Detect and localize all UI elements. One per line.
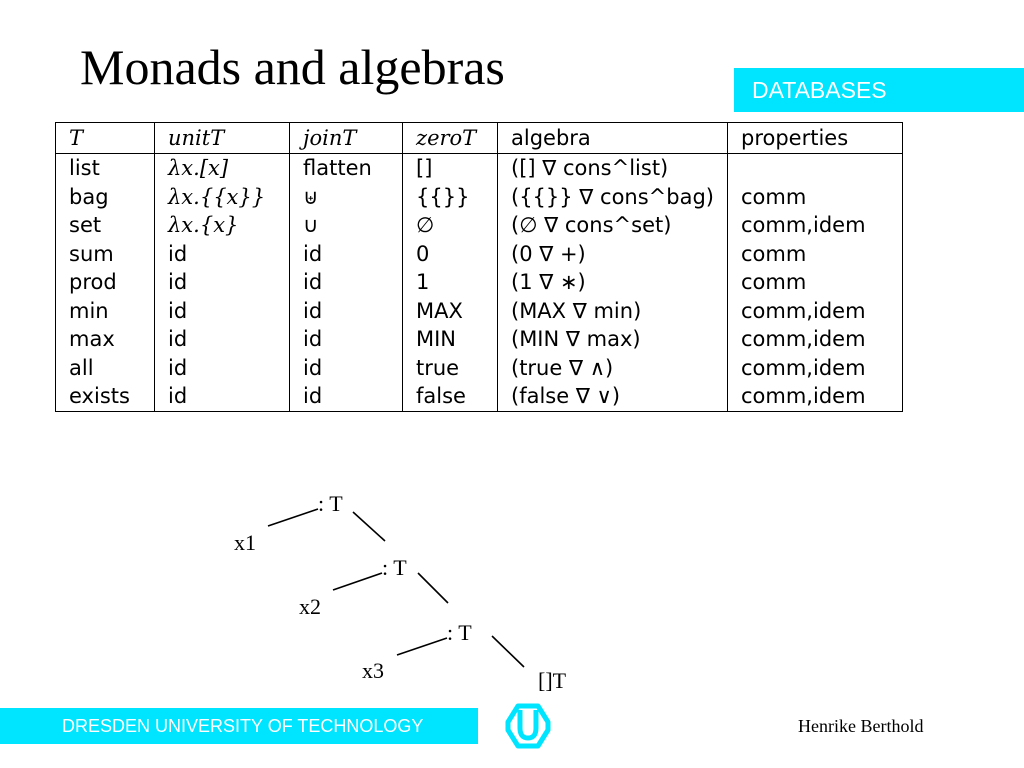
- cell-join: ⊎: [289, 182, 403, 211]
- tree-edge: [352, 511, 386, 542]
- cell-type: set: [55, 211, 155, 240]
- cell-join: ∪: [289, 211, 403, 240]
- cell-properties: comm,idem: [727, 325, 903, 354]
- slide-title: Monads and algebras: [80, 39, 505, 95]
- tree-edge: [396, 637, 448, 656]
- cell-unit: id: [154, 268, 290, 297]
- tree-leaf: x3: [362, 658, 384, 683]
- cell-type: min: [55, 296, 155, 325]
- banner-label: DATABASES: [752, 77, 887, 103]
- cell-unit: id: [154, 325, 290, 354]
- databases-banner: DATABASES: [734, 68, 1024, 112]
- cell-zero: {{}}: [402, 182, 498, 211]
- cell-unit: λx.{x}: [154, 211, 290, 240]
- cell-algebra: (0 ∇ +): [497, 239, 728, 268]
- cell-algebra: (1 ∇ ∗): [497, 268, 728, 297]
- cell-zero: 1: [402, 268, 498, 297]
- header-properties: properties: [727, 122, 903, 154]
- cell-join: flatten: [289, 153, 403, 183]
- header-join: joinT: [289, 122, 403, 154]
- tree-node-empty: []T: [538, 668, 567, 693]
- header-unit: unitT: [154, 122, 290, 154]
- tree-edge: [491, 635, 525, 668]
- cell-join: id: [289, 239, 403, 268]
- cell-type: list: [55, 153, 155, 183]
- cell-properties: comm,idem: [727, 296, 903, 325]
- cell-properties: comm,idem: [727, 353, 903, 382]
- cell-zero: 0: [402, 239, 498, 268]
- cell-zero: []: [402, 153, 498, 183]
- cell-unit: λx.{{x}}: [154, 182, 290, 211]
- cell-algebra: (∅ ∇ cons^set): [497, 211, 728, 240]
- cell-unit: λx.[x]: [154, 153, 290, 183]
- university-name: DRESDEN UNIVERSITY OF TECHNOLOGY: [62, 716, 424, 736]
- cell-properties: comm: [727, 239, 903, 268]
- cell-properties: comm,idem: [727, 211, 903, 240]
- tree-node: : T: [382, 555, 407, 580]
- tree-leaf: x2: [299, 594, 321, 619]
- tree-node: : T: [318, 491, 343, 516]
- tree-leaf: x1: [234, 530, 256, 555]
- cell-join: id: [289, 353, 403, 382]
- cell-algebra: (MAX ∇ min): [497, 296, 728, 325]
- cell-type: bag: [55, 182, 155, 211]
- cell-unit: id: [154, 353, 290, 382]
- cell-type: prod: [55, 268, 155, 297]
- cell-type: all: [55, 353, 155, 382]
- tree-node: : T: [447, 620, 472, 645]
- cell-algebra: (true ∇ ∧): [497, 353, 728, 382]
- cell-join: id: [289, 268, 403, 297]
- header-algebra: algebra: [497, 122, 728, 154]
- cell-unit: id: [154, 296, 290, 325]
- cell-properties: [727, 153, 903, 183]
- cell-algebra: ([] ∇ cons^list): [497, 153, 728, 183]
- monad-algebra-table: T unitT joinT zeroT algebra properties l…: [55, 122, 903, 412]
- tree-edge: [417, 572, 449, 604]
- cell-join: id: [289, 382, 403, 411]
- header-T: T: [55, 122, 155, 154]
- cell-join: id: [289, 325, 403, 354]
- cell-zero: MIN: [402, 325, 498, 354]
- cell-zero: MAX: [402, 296, 498, 325]
- tree-edge: [267, 508, 319, 527]
- table-header-row: T unitT joinT zeroT algebra properties: [55, 122, 903, 154]
- header-zero: zeroT: [402, 122, 498, 154]
- footer-bar: DRESDEN UNIVERSITY OF TECHNOLOGY: [0, 708, 478, 744]
- cell-type: exists: [55, 382, 155, 411]
- cell-unit: id: [154, 239, 290, 268]
- cell-type: sum: [55, 239, 155, 268]
- cell-properties: comm: [727, 182, 903, 211]
- cell-zero: true: [402, 353, 498, 382]
- cell-properties: comm,idem: [727, 382, 903, 411]
- university-logo-icon: [505, 703, 551, 749]
- cell-zero: false: [402, 382, 498, 411]
- cell-unit: id: [154, 382, 290, 411]
- tree-edge: [332, 572, 383, 591]
- cell-properties: comm: [727, 268, 903, 297]
- cell-zero: ∅: [402, 211, 498, 240]
- author-name: Henrike Berthold: [798, 716, 924, 736]
- cell-algebra: (false ∇ ∨): [497, 382, 728, 411]
- cell-algebra: ({{}} ∇ cons^bag): [497, 182, 728, 211]
